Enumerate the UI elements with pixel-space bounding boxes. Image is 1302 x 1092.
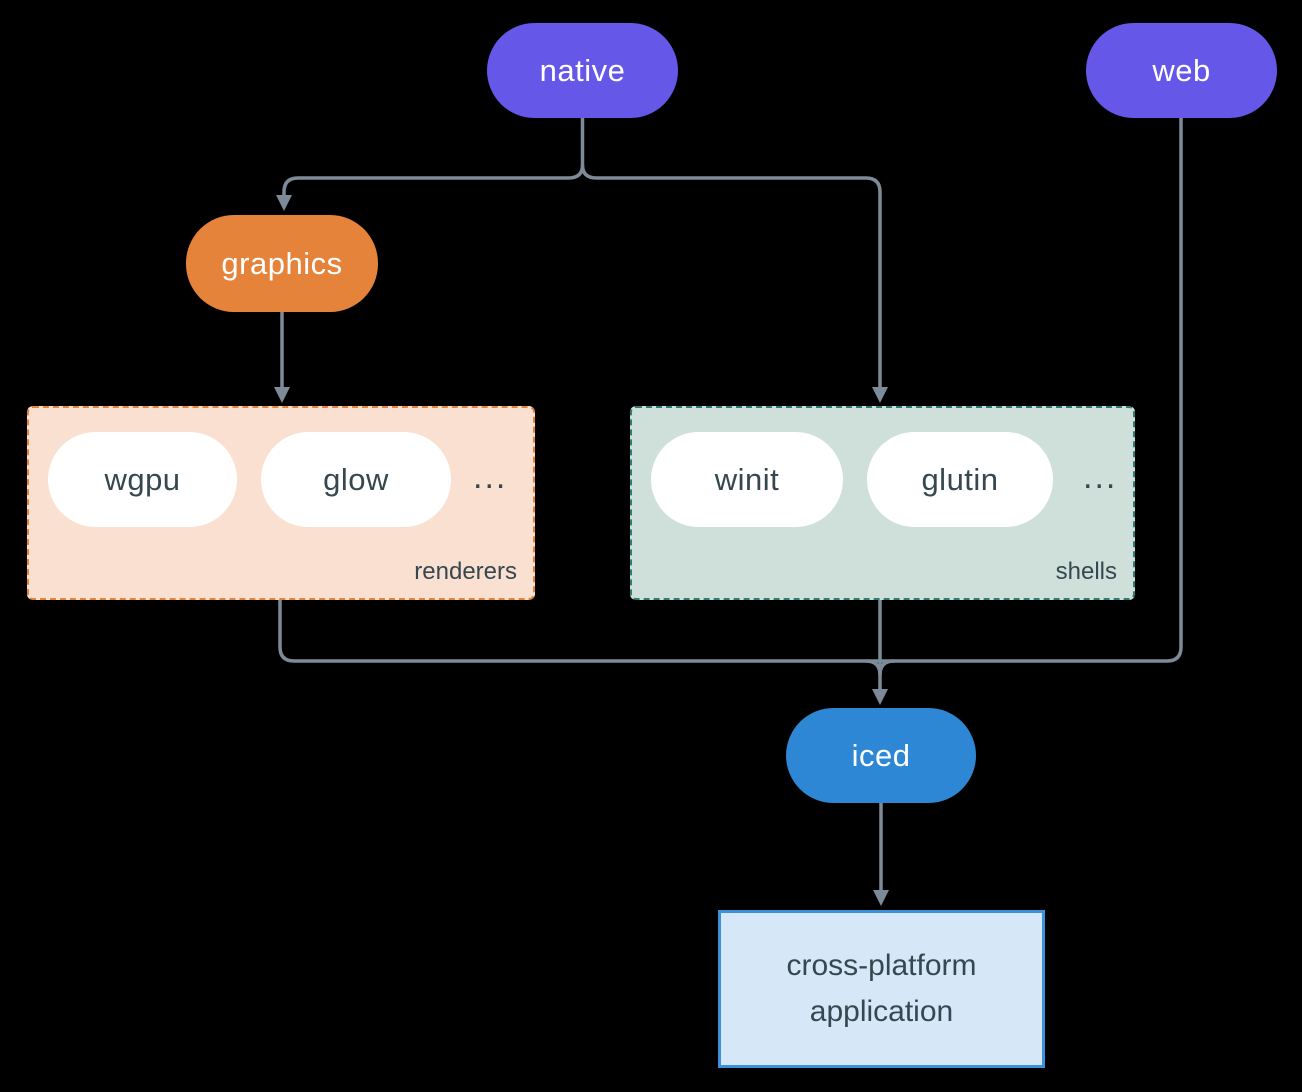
pill-glutin-label: glutin: [921, 461, 999, 497]
edge-native-to-shells: [580, 164, 888, 403]
group-renderers: wgpu glow ... renderers: [27, 406, 535, 600]
node-graphics: graphics: [186, 215, 378, 312]
edge-renderers-web-rail: [278, 118, 1183, 663]
pill-winit: winit: [651, 432, 843, 527]
node-native: native: [487, 23, 678, 118]
node-iced: iced: [786, 708, 976, 803]
node-iced-label: iced: [851, 737, 911, 773]
node-graphics-label: graphics: [221, 245, 343, 281]
edge-merge-fillet-left: [865, 659, 882, 676]
renderers-ellipsis: ...: [473, 458, 508, 496]
node-application-label: cross-platform application: [786, 949, 977, 1028]
shells-group-label: shells: [1055, 558, 1117, 585]
pill-glutin: glutin: [867, 432, 1053, 527]
node-web-label: web: [1152, 52, 1211, 88]
node-application: cross-platform application: [718, 910, 1045, 1068]
edge-native-to-graphics: [276, 164, 585, 211]
shells-ellipsis: ...: [1083, 458, 1118, 496]
pill-glow-label: glow: [323, 461, 389, 497]
group-shells: winit glutin ... shells: [630, 406, 1135, 600]
pill-wgpu-label: wgpu: [104, 461, 181, 497]
pill-winit-label: winit: [714, 461, 780, 497]
pill-glow: glow: [261, 432, 451, 527]
node-native-label: native: [539, 52, 626, 88]
node-web: web: [1086, 23, 1277, 118]
pill-wgpu: wgpu: [48, 432, 237, 527]
edge-merge-fillet-right: [878, 659, 895, 676]
renderers-group-label: renderers: [414, 558, 517, 585]
